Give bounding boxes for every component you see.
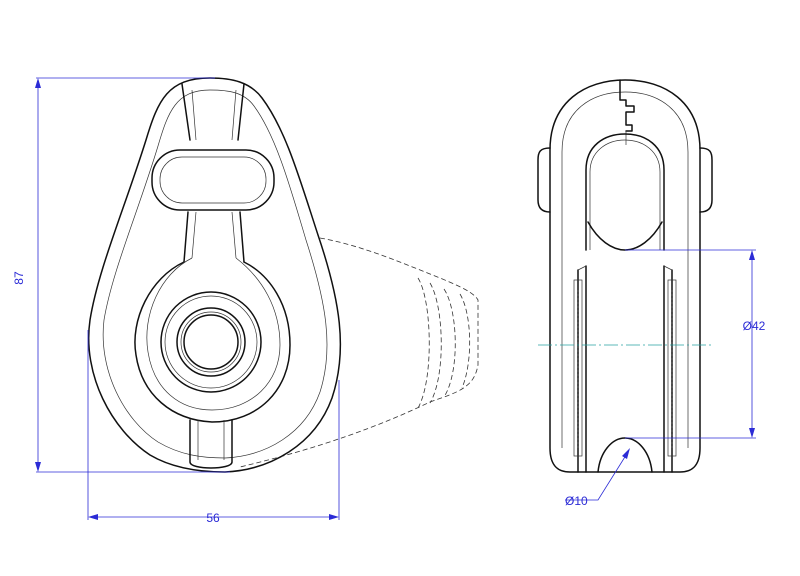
sheave-diameter-label: Ø42 xyxy=(743,319,766,333)
sheave-top-groove xyxy=(587,221,663,251)
left-ear xyxy=(537,147,551,213)
groove-diameter-label: Ø10 xyxy=(565,494,588,508)
end-body-outline xyxy=(549,79,701,473)
height-dim-label: 87 xyxy=(12,271,26,285)
height-dimension: 87 xyxy=(12,77,230,473)
groove-diameter-dimension: Ø10 xyxy=(565,448,630,508)
sheave-diameter-dimension: Ø42 xyxy=(625,249,766,439)
block-inner-outline xyxy=(102,89,328,459)
bushing-ring xyxy=(176,307,246,377)
end-slot xyxy=(585,133,665,251)
hidden-body xyxy=(239,237,479,468)
width-dimension: 56 xyxy=(87,330,340,525)
bushing-outer xyxy=(160,291,262,393)
bottom-opening xyxy=(189,419,233,469)
end-view xyxy=(537,79,713,473)
web xyxy=(183,211,245,263)
right-ear xyxy=(699,147,713,213)
top-notch xyxy=(619,79,635,132)
attachment-slot xyxy=(151,149,275,211)
top-channel xyxy=(181,83,245,141)
block-outline xyxy=(88,77,342,473)
width-dim-label: 56 xyxy=(206,511,220,525)
side-view xyxy=(88,77,479,473)
axle-hole xyxy=(183,314,239,370)
sheave-recess xyxy=(134,261,291,423)
